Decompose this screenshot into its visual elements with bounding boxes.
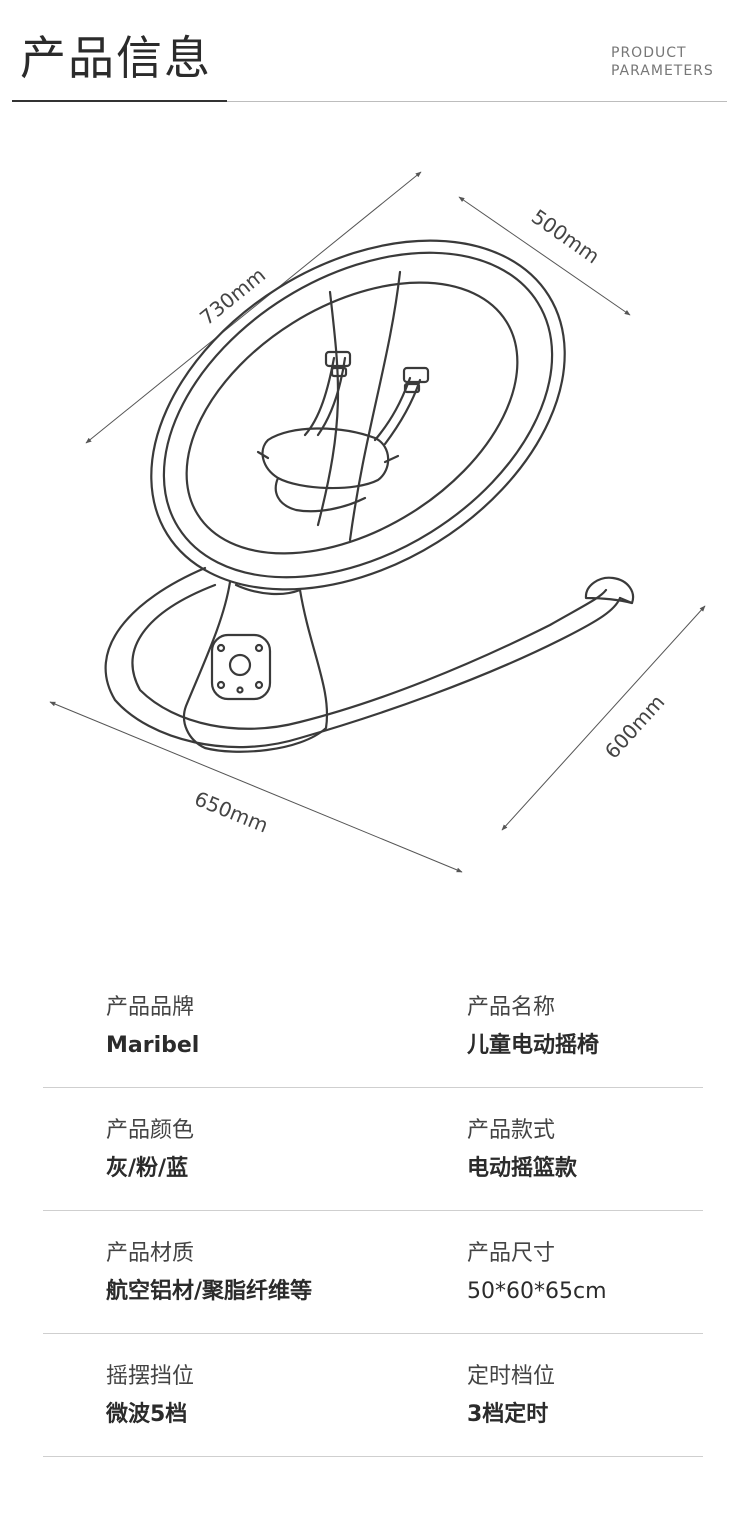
control-dial (228, 653, 252, 677)
spec-row: 摇摆挡位 微波5档 定时档位 3档定时 (43, 1334, 703, 1457)
spec-label: 产品名称 (467, 995, 556, 1020)
spec-row: 产品颜色 灰/粉/蓝 产品款式 电动摇篮款 (43, 1088, 703, 1211)
spec-value: Maribel (106, 1033, 200, 1058)
spec-value: 3档定时 (467, 1402, 549, 1427)
spec-row: 产品材质 航空铝材/聚脂纤维等 产品尺寸 50*60*65cm (43, 1211, 703, 1334)
spec-value: 儿童电动摇椅 (467, 1033, 600, 1058)
spec-label: 定时档位 (467, 1364, 556, 1389)
base-column (182, 580, 329, 753)
spec-value: 电动摇篮款 (467, 1156, 578, 1181)
spec-value: 50*60*65cm (467, 1279, 607, 1304)
spec-label: 产品品牌 (106, 995, 195, 1020)
english-subtitle: PRODUCT PARAMETERS (611, 44, 714, 80)
seat-tray (261, 427, 390, 490)
spec-label: 产品材质 (106, 1241, 195, 1266)
spec-cell-timer: 定时档位 3档定时 (467, 1362, 555, 1430)
base-rail (104, 566, 622, 749)
dim-length-label: 730mm (195, 263, 270, 330)
control-panel (210, 633, 272, 701)
seat-inner (185, 281, 519, 555)
spec-label: 摇摆挡位 (106, 1364, 195, 1389)
spec-cell-style: 产品款式 电动摇篮款 (467, 1116, 577, 1184)
dim-line-width (458, 196, 631, 316)
spec-cell-color: 产品颜色 灰/粉/蓝 (106, 1116, 194, 1184)
dim-base-label: 650mm (191, 786, 272, 837)
dim-line-height (501, 605, 706, 831)
rail-end-cap (584, 576, 635, 605)
spec-label: 产品颜色 (106, 1118, 195, 1143)
spec-cell-brand: 产品品牌 Maribel (106, 993, 199, 1061)
subtitle-line-1: PRODUCT (611, 45, 687, 61)
page-header: 产品信息 PRODUCT PARAMETERS (0, 0, 750, 110)
spec-table: 产品品牌 Maribel 产品名称 儿童电动摇椅 产品颜色 灰/粉/蓝 产品款式… (43, 965, 703, 1457)
title-underline (12, 100, 227, 102)
dim-line-base (49, 701, 463, 873)
spec-cell-swing-levels: 摇摆挡位 微波5档 (106, 1362, 194, 1430)
spec-row: 产品品牌 Maribel 产品名称 儿童电动摇椅 (43, 965, 703, 1088)
header-divider (227, 101, 727, 102)
page-title: 产品信息 (20, 31, 212, 85)
spec-label: 产品尺寸 (467, 1241, 556, 1266)
spec-cell-material: 产品材质 航空铝材/聚脂纤维等 (106, 1239, 312, 1307)
swing-outline (104, 239, 635, 753)
spec-cell-size: 产品尺寸 50*60*65cm (467, 1239, 607, 1307)
dimension-lines (49, 171, 706, 873)
dim-width-label: 500mm (527, 204, 604, 268)
seat-outer-ring (150, 239, 566, 591)
spec-label: 产品款式 (467, 1118, 556, 1143)
spec-value: 灰/粉/蓝 (106, 1156, 189, 1181)
dim-line-length (85, 171, 422, 444)
dim-height-label: 600mm (600, 690, 669, 763)
spec-value: 微波5档 (106, 1402, 188, 1427)
spec-cell-name: 产品名称 儿童电动摇椅 (467, 993, 599, 1061)
harness-strap-left (303, 356, 336, 437)
product-line-drawing: 730mm 500mm 650mm 600mm (49, 171, 706, 873)
spec-value: 航空铝材/聚脂纤维等 (106, 1279, 313, 1304)
subtitle-line-2: PARAMETERS (611, 63, 714, 79)
